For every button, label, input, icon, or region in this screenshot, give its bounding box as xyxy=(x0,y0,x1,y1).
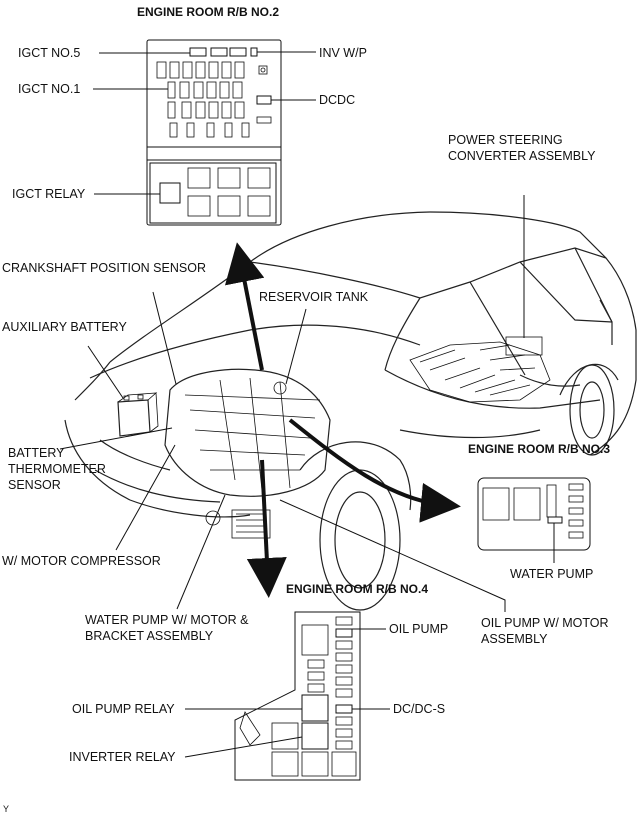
water-pump-bracket-label-1: WATER PUMP W/ MOTOR & xyxy=(85,613,249,627)
igct-no5-label: IGCT NO.5 xyxy=(18,46,80,60)
rb2-title: ENGINE ROOM R/B NO.2 xyxy=(137,5,279,19)
auxiliary-battery-label: AUXILIARY BATTERY xyxy=(2,320,127,334)
relay-block-3 xyxy=(477,477,591,551)
auxiliary-battery xyxy=(117,392,159,437)
oil-pump-label: OIL PUMP xyxy=(389,622,448,636)
oil-pump-assembly-label-1: OIL PUMP W/ MOTOR xyxy=(481,616,609,630)
inverter-relay-label: INVERTER RELAY xyxy=(69,750,176,764)
fuse-row-5 xyxy=(169,122,250,138)
inv-wp-label: INV W/P xyxy=(319,46,367,60)
battery-thermo-label-3: SENSOR xyxy=(8,478,61,492)
battery-thermo-label-1: BATTERY xyxy=(8,446,65,460)
fuse-row-2 xyxy=(156,61,268,79)
fuse-row-4 xyxy=(167,101,272,124)
dcdc-label: DCDC xyxy=(319,93,355,107)
rb3-title: ENGINE ROOM R/B NO.3 xyxy=(468,442,610,456)
power-steering-label-1: POWER STEERING xyxy=(448,133,563,147)
crankshaft-sensor-label: CRANKSHAFT POSITION SENSOR xyxy=(2,261,206,275)
hybrid-battery-modules xyxy=(409,336,551,403)
water-pump-bracket-label-2: BRACKET ASSEMBLY xyxy=(85,629,214,643)
fuse-row-3 xyxy=(167,81,272,105)
dcdc-s-label: DC/DC-S xyxy=(393,702,445,716)
oil-pump-assembly-label-2: ASSEMBLY xyxy=(481,632,548,646)
rb4-title: ENGINE ROOM R/B NO.4 xyxy=(286,582,428,596)
oil-pump-relay-label: OIL PUMP RELAY xyxy=(72,702,175,716)
motor-compressor-label: W/ MOTOR COMPRESSOR xyxy=(2,554,161,568)
relay-block-2 xyxy=(146,39,282,226)
igct-no1-label: IGCT NO.1 xyxy=(18,82,80,96)
battery-thermo-label-2: THERMOMETER xyxy=(8,462,106,476)
relay-block-4 xyxy=(234,611,361,781)
igct-relay-label: IGCT RELAY xyxy=(12,187,86,201)
vehicle-outline xyxy=(64,211,637,611)
reservoir-tank-label: RESERVOIR TANK xyxy=(259,290,369,304)
power-steering-label-2: CONVERTER ASSEMBLY xyxy=(448,149,596,163)
corner-mark: Y xyxy=(3,804,9,814)
water-pump-label: WATER PUMP xyxy=(510,567,593,581)
engine-assembly xyxy=(164,368,331,539)
